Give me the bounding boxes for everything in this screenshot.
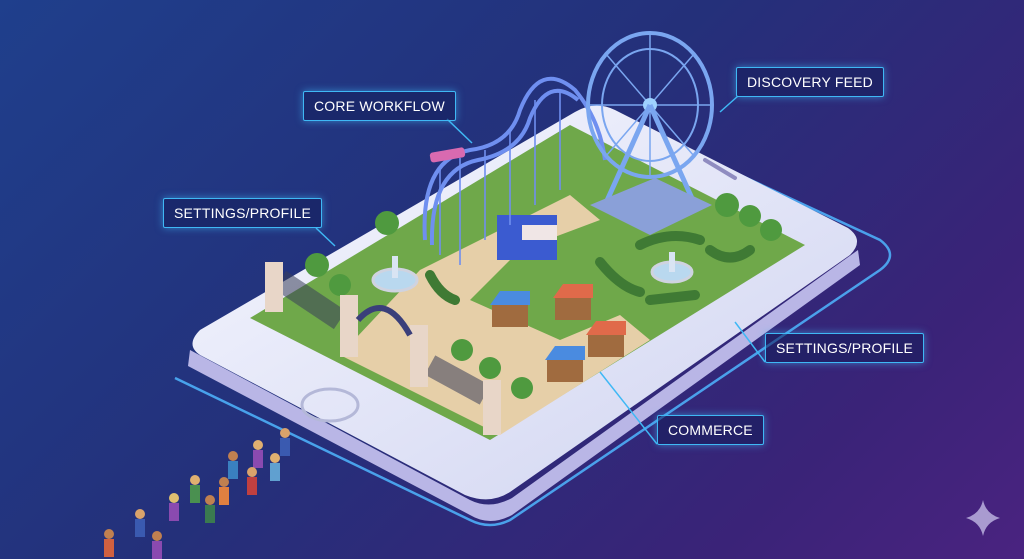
- leader-line-settings-right: [734, 321, 766, 363]
- fountain-left: [371, 256, 419, 293]
- coaster-car: [429, 147, 466, 163]
- leader-line-discovery-feed: [719, 95, 739, 113]
- hedges: [425, 231, 755, 305]
- roller-coaster: [422, 76, 607, 265]
- market-stalls: [490, 284, 626, 382]
- ferris-wheel: [586, 31, 714, 207]
- leader-line-settings-left: [315, 227, 336, 247]
- queue-of-people: [104, 428, 290, 559]
- leader-line-commerce: [599, 371, 658, 445]
- home-button: [300, 387, 360, 423]
- phone-glow-outline: [174, 108, 892, 527]
- trees: [305, 193, 782, 399]
- callout-settings-profile-left: SETTINGS/PROFILE: [163, 198, 322, 228]
- park-gate-and-fence: [265, 262, 501, 435]
- callout-commerce: COMMERCE: [657, 415, 764, 445]
- callout-discovery-feed: DISCOVERY FEED: [736, 67, 884, 97]
- ferris-wheel-base: [590, 178, 712, 235]
- callout-settings-profile-right: SETTINGS/PROFILE: [765, 333, 924, 363]
- speaker-slot: [703, 158, 737, 180]
- sparkle-icon: [966, 500, 1000, 536]
- phone-edge: [188, 250, 860, 521]
- leader-line-core-workflow: [446, 118, 473, 144]
- callout-core-workflow: CORE WORKFLOW: [303, 91, 456, 121]
- ticket-kiosk: [497, 215, 557, 260]
- fountain-right: [650, 252, 694, 284]
